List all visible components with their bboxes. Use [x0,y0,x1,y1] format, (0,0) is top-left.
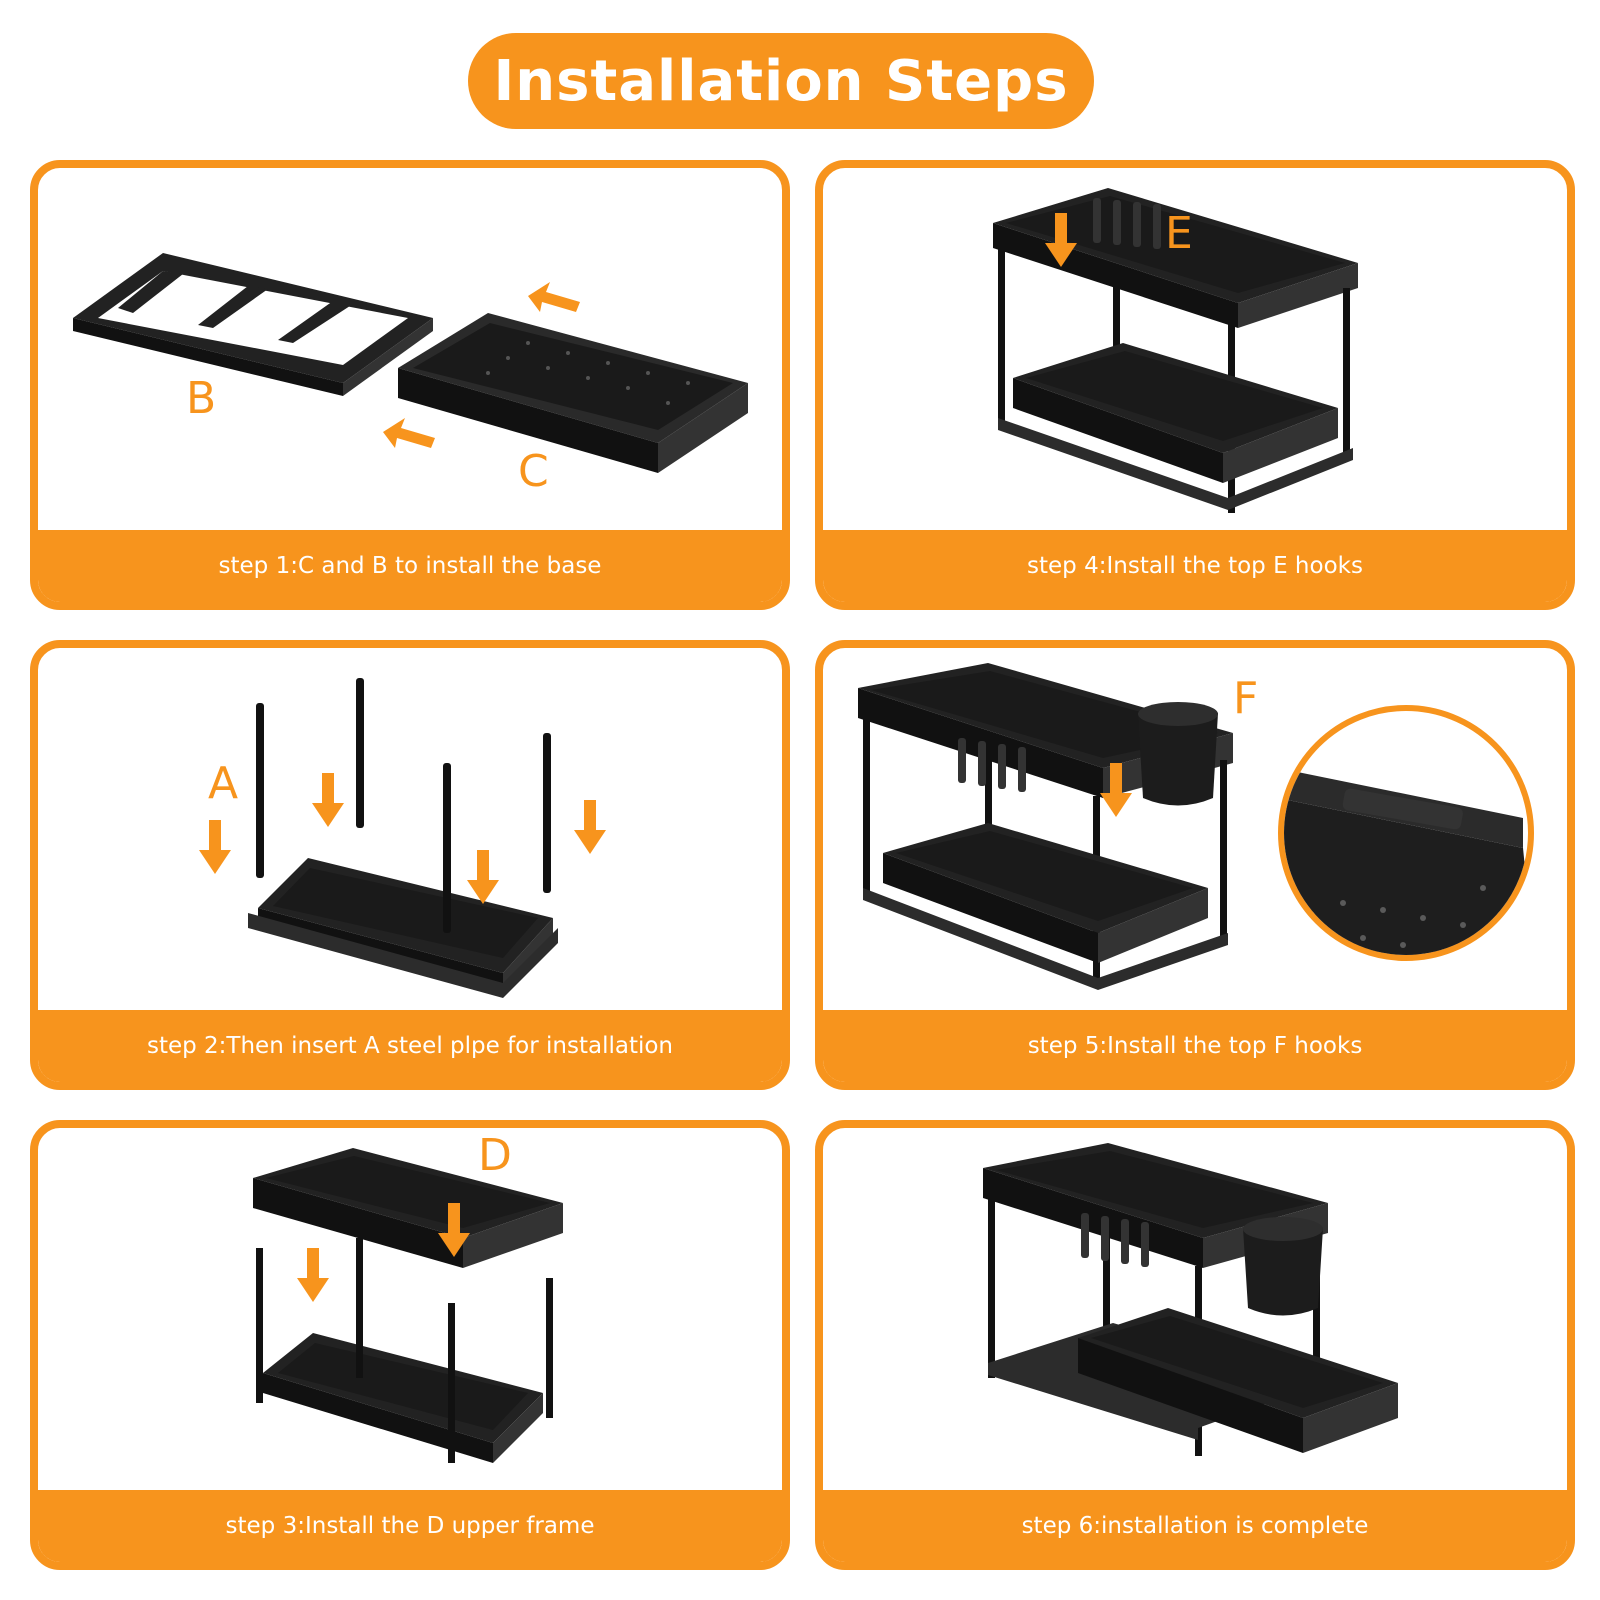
label-c: C [518,446,549,497]
page-title: Installation Steps [468,33,1094,129]
step-3-card: D step 3:Install the D upper frame [30,1120,790,1570]
step-2-card: A step 2:Then insert A steel plpe for in… [30,640,790,1090]
label-f: F [1233,673,1258,724]
step-6-illustration [983,1143,1398,1456]
label-a: A [208,758,238,809]
step-6-card: step 6:installation is complete [815,1120,1575,1570]
step-4-illustration: E [993,188,1358,513]
step-4-caption: step 4:Install the top E hooks [823,530,1567,602]
step-2-illustration: A [199,678,606,998]
step-4-card: E step 4:Install the top E hooks [815,160,1575,610]
step-1-illustration: B C [73,253,748,497]
step-5-card: F step 5:Install the top F hooks [815,640,1575,1090]
label-d: D [478,1130,512,1181]
label-e: E [1165,208,1193,259]
step-1-caption: step 1:C and B to install the base [38,530,782,602]
step-2-caption: step 2:Then insert A steel plpe for inst… [38,1010,782,1082]
step-1-card: B C step 1:C and B to install the base [30,160,790,610]
step-3-illustration: D [253,1130,563,1463]
step-5-illustration: F [858,663,1534,990]
label-b: B [186,373,216,424]
step-3-caption: step 3:Install the D upper frame [38,1490,782,1562]
step-5-caption: step 5:Install the top F hooks [823,1010,1567,1082]
step-6-caption: step 6:installation is complete [823,1490,1567,1562]
